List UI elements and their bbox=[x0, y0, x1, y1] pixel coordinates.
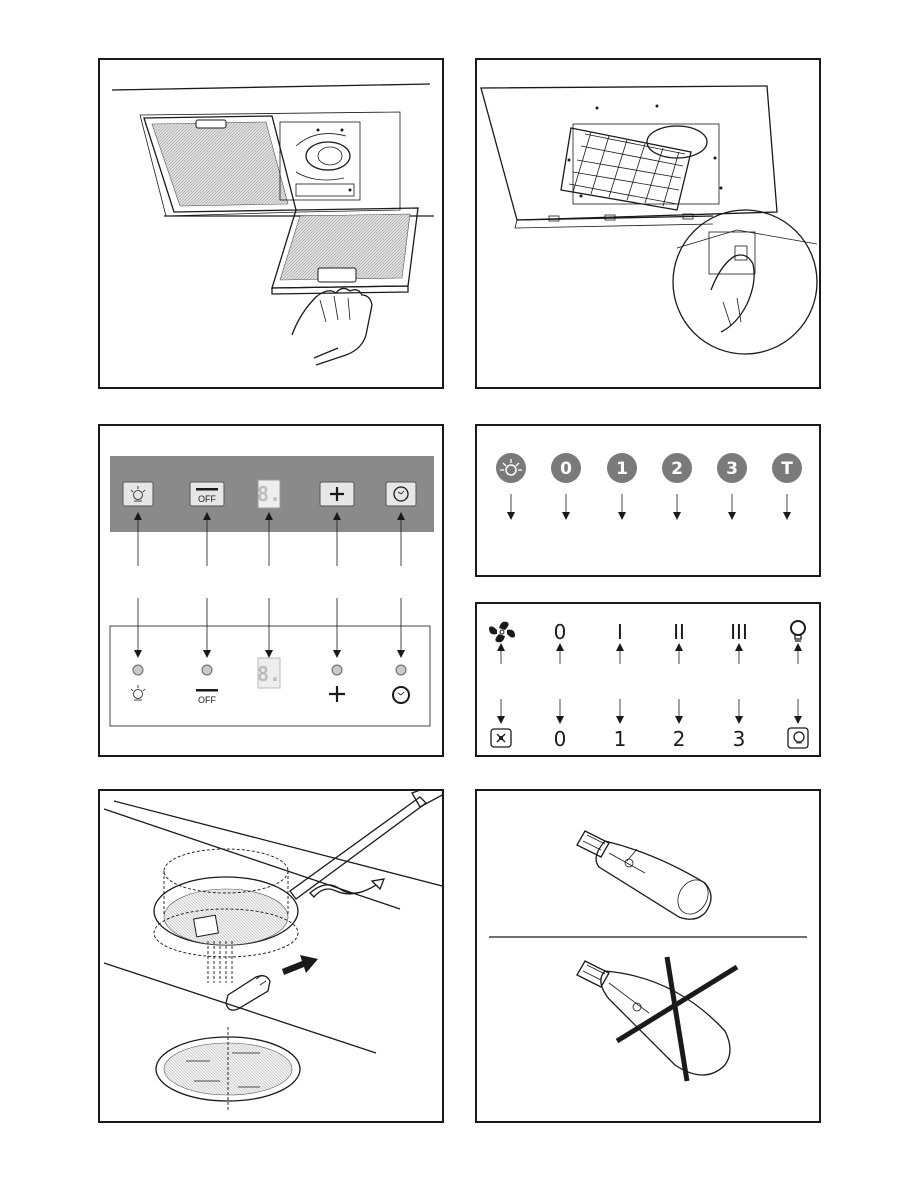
lowered-filter bbox=[272, 208, 418, 294]
correct-bulb bbox=[577, 831, 714, 920]
bottom-key-display: 8. bbox=[257, 658, 281, 688]
svg-text:0: 0 bbox=[560, 459, 572, 479]
speed-1-key[interactable]: 1 bbox=[614, 727, 627, 751]
lamp-cover-removal-figure bbox=[98, 789, 444, 1123]
display-digit: 8. bbox=[257, 482, 281, 506]
bottom-arrows bbox=[134, 598, 405, 658]
button-0[interactable]: 0 bbox=[551, 453, 581, 483]
bulb-type-figure bbox=[475, 789, 821, 1123]
up-arrows bbox=[497, 643, 802, 664]
bottom-key-timer[interactable] bbox=[393, 665, 409, 703]
button-1[interactable]: 1 bbox=[607, 453, 637, 483]
svg-text:2: 2 bbox=[671, 459, 683, 479]
bottom-key-off[interactable]: OFF bbox=[196, 665, 218, 705]
down-arrows bbox=[497, 699, 802, 724]
display-digit: 8. bbox=[257, 662, 281, 686]
hand-drawing bbox=[292, 288, 372, 365]
off-label: OFF bbox=[198, 695, 216, 705]
carbon-filter bbox=[561, 128, 691, 210]
incorrect-bulb bbox=[577, 957, 737, 1081]
down-arrows bbox=[507, 494, 791, 520]
bottom-key-light[interactable] bbox=[131, 665, 145, 700]
speed-1-label[interactable]: I bbox=[617, 620, 623, 644]
button-T[interactable]: T bbox=[772, 453, 802, 483]
top-key-off[interactable]: OFF bbox=[190, 482, 224, 506]
svg-text:1: 1 bbox=[616, 459, 628, 479]
bottom-key-plus[interactable] bbox=[329, 665, 345, 702]
grease-filter-removal-figure bbox=[98, 58, 444, 389]
motor-opening bbox=[280, 122, 360, 200]
zoom-detail bbox=[673, 210, 817, 354]
cover-glass bbox=[156, 1027, 300, 1111]
button-2[interactable]: 2 bbox=[662, 453, 692, 483]
top-key-timer[interactable] bbox=[386, 482, 416, 506]
button-light[interactable] bbox=[496, 453, 526, 483]
speed-0-label[interactable]: 0 bbox=[554, 620, 567, 644]
top-key-light[interactable] bbox=[123, 482, 153, 506]
top-key-plus[interactable] bbox=[320, 482, 354, 506]
insert-arrow bbox=[282, 955, 318, 975]
fan-icon[interactable] bbox=[489, 622, 515, 643]
speed-2-label[interactable]: II bbox=[673, 620, 685, 644]
control-panel-5-keys-figure: OFF 8. bbox=[98, 424, 444, 757]
control-panel-6-symbols-figure: 0 I II III 0 bbox=[475, 602, 821, 757]
off-label: OFF bbox=[198, 494, 216, 504]
button-3[interactable]: 3 bbox=[717, 453, 747, 483]
svg-text:3: 3 bbox=[726, 459, 738, 479]
speed-3-label[interactable]: III bbox=[730, 620, 748, 644]
bulb-icon[interactable] bbox=[791, 621, 805, 641]
svg-text:T: T bbox=[781, 459, 793, 479]
speed-3-key[interactable]: 3 bbox=[733, 727, 746, 751]
fan-box-icon[interactable] bbox=[491, 729, 511, 747]
bulb-box-icon[interactable] bbox=[788, 728, 808, 748]
hanging-filter bbox=[144, 116, 296, 212]
lamp-housing bbox=[154, 849, 298, 957]
speed-2-key[interactable]: 2 bbox=[673, 727, 686, 751]
carbon-filter-removal-figure bbox=[475, 58, 821, 389]
control-panel-6-round-figure: 0 1 2 3 T bbox=[475, 424, 821, 577]
speed-0-key[interactable]: 0 bbox=[554, 727, 567, 751]
top-key-display: 8. bbox=[257, 480, 281, 508]
screwdriver bbox=[290, 791, 444, 899]
